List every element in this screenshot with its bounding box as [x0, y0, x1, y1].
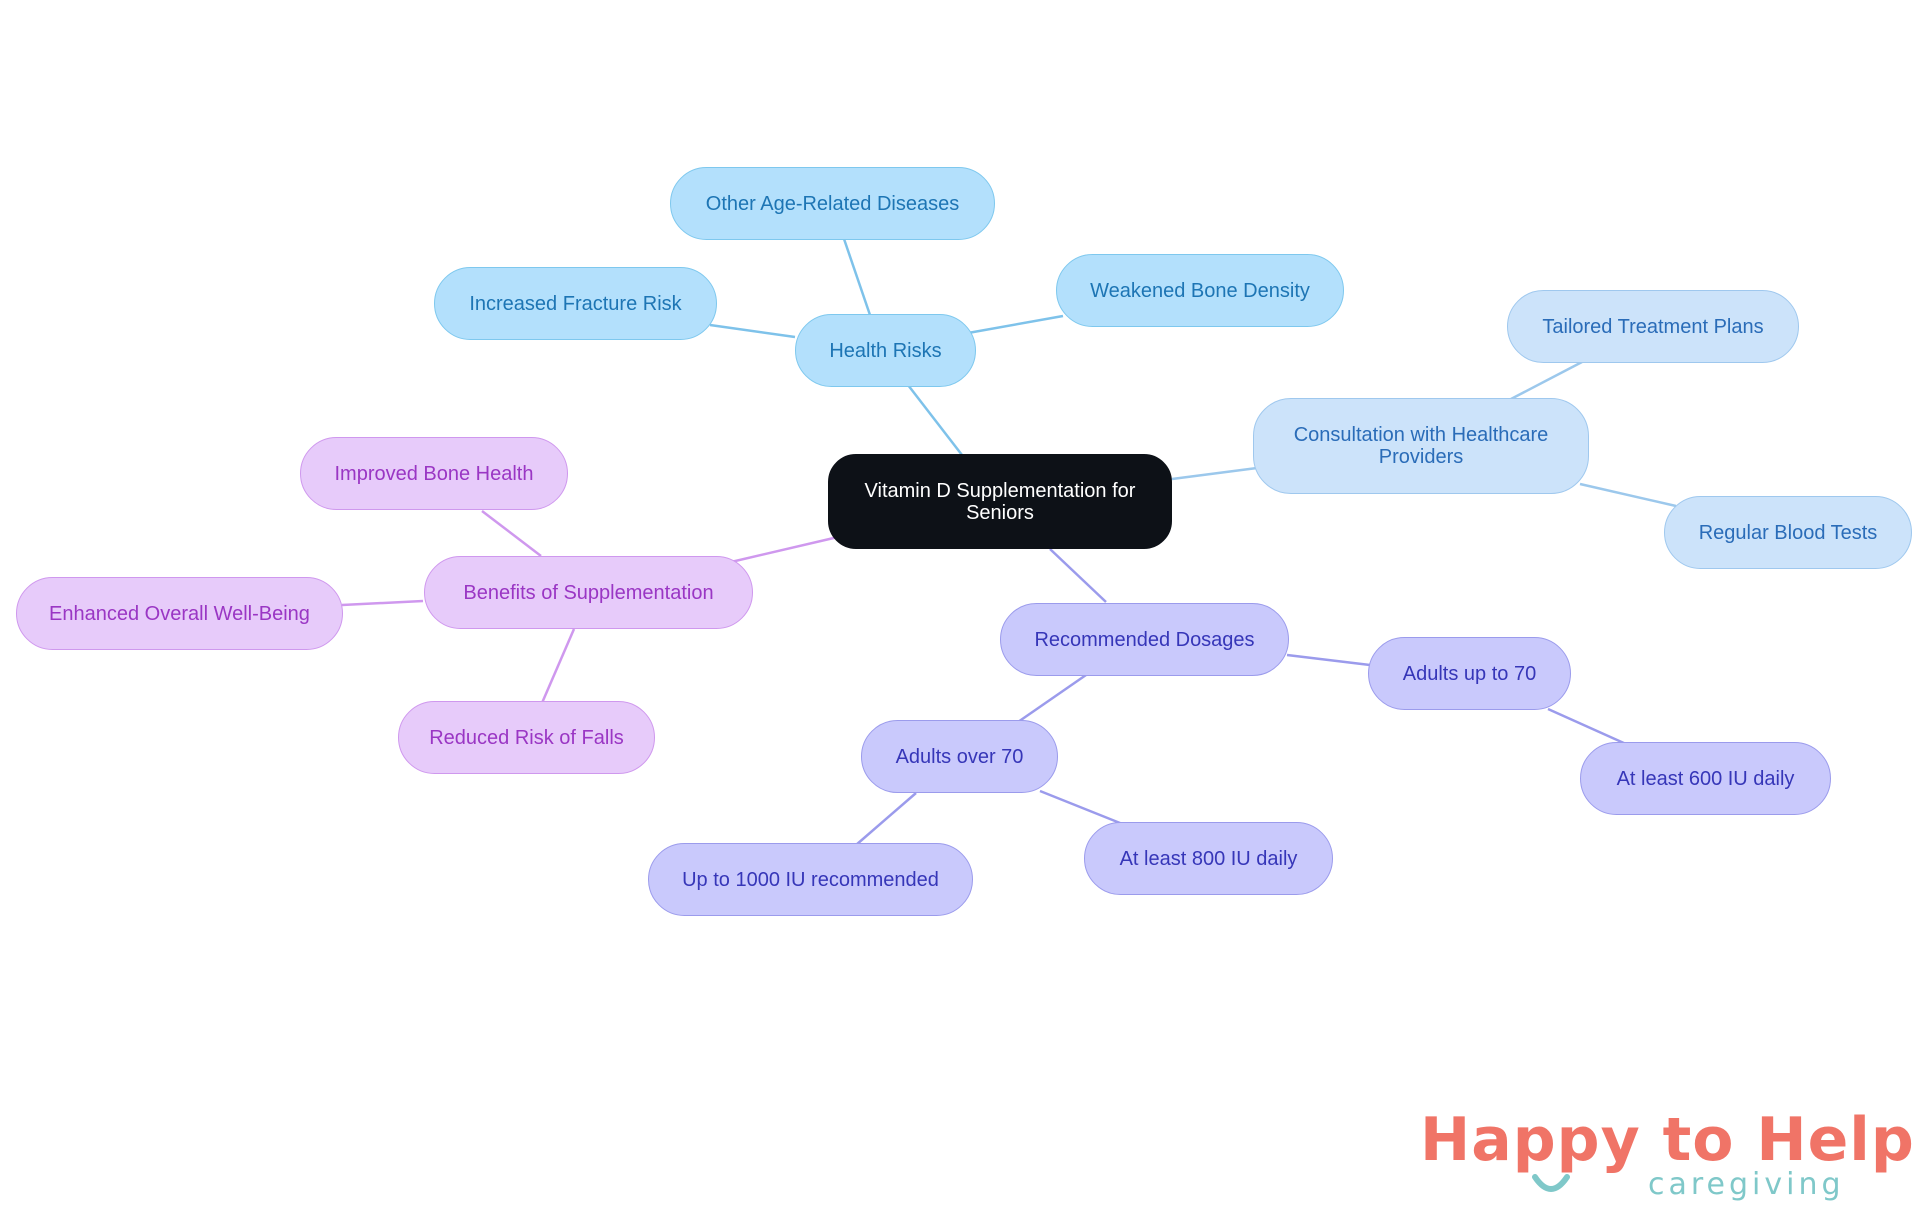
center-node-label-line2: Seniors — [966, 501, 1034, 524]
edge-center-health-risks — [907, 384, 963, 456]
edge-dosages-up-to-70 — [1286, 653, 1371, 667]
edge-benefits-wellbeing — [341, 599, 424, 607]
edge-health-risks-bone-density — [967, 314, 1064, 335]
node-weakened-bone-density[interactable]: Weakened Bone Density — [1056, 254, 1344, 327]
consultation-label-line1: Consultation with Healthcare — [1293, 424, 1549, 446]
node-up-to-1000-iu[interactable]: Up to 1000 IU recommended — [648, 843, 973, 916]
edge-dosages-over-70 — [1017, 673, 1087, 724]
edge-benefits-falls — [540, 628, 576, 704]
node-other-age-related-diseases[interactable]: Other Age-Related Diseases — [670, 167, 995, 240]
node-regular-blood-tests[interactable]: Regular Blood Tests — [1664, 496, 1912, 569]
edge-health-risks-other-diseases — [841, 235, 872, 316]
node-enhanced-overall-well-being[interactable]: Enhanced Overall Well-Being — [16, 577, 343, 650]
node-reduced-risk-of-falls[interactable]: Reduced Risk of Falls — [398, 701, 655, 774]
node-adults-up-to-70[interactable]: Adults up to 70 — [1368, 637, 1571, 710]
node-benefits-of-supplementation[interactable]: Benefits of Supplementation — [424, 556, 753, 629]
edge-center-consultation — [1171, 466, 1258, 481]
node-at-least-800-iu[interactable]: At least 800 IU daily — [1084, 822, 1333, 895]
smile-icon — [1532, 1174, 1570, 1192]
edge-over-70-800iu — [1039, 789, 1121, 825]
consultation-label-line2: Providers — [1378, 446, 1464, 468]
edge-over-70-1000iu — [855, 792, 917, 846]
logo-wordmark: Happy to Help — [1420, 1105, 1915, 1175]
node-recommended-dosages[interactable]: Recommended Dosages — [1000, 603, 1289, 676]
node-health-risks[interactable]: Health Risks — [795, 314, 976, 387]
edge-center-benefits — [730, 535, 839, 564]
node-improved-bone-health[interactable]: Improved Bone Health — [300, 437, 568, 510]
node-tailored-treatment-plans[interactable]: Tailored Treatment Plans — [1507, 290, 1799, 363]
node-at-least-600-iu[interactable]: At least 600 IU daily — [1580, 742, 1831, 815]
edge-consultation-tailored — [1510, 360, 1583, 401]
logo-tagline: caregiving — [1648, 1167, 1845, 1202]
edge-health-risks-fracture-risk — [709, 323, 796, 339]
center-node[interactable]: Vitamin D Supplementation for Seniors — [828, 454, 1172, 549]
edge-benefits-bone-health — [481, 510, 542, 557]
center-node-label-line1: Vitamin D Supplementation for — [864, 479, 1136, 502]
edge-consultation-blood-tests — [1579, 482, 1677, 508]
node-adults-over-70[interactable]: Adults over 70 — [861, 720, 1058, 793]
node-increased-fracture-risk[interactable]: Increased Fracture Risk — [434, 267, 717, 340]
node-consultation[interactable]: Consultation with Healthcare Providers — [1253, 398, 1589, 494]
happy-to-help-logo: Happy to Help caregiving — [1420, 1105, 1914, 1202]
edge-up-to-70-600iu — [1547, 707, 1627, 746]
edge-center-dosages — [1049, 548, 1107, 603]
